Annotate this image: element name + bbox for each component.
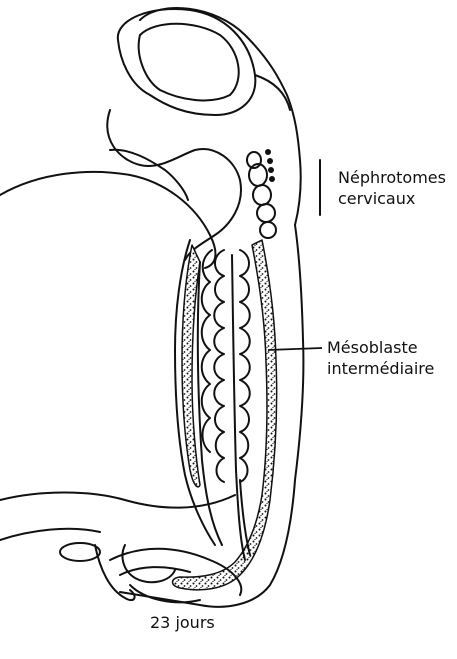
cervical-nephrotomes: [247, 152, 276, 238]
nephrotomes-label-line1: Néphrotomes: [338, 167, 446, 188]
mesoblaste-label-line1: Mésoblaste: [327, 337, 434, 358]
head-outline: [140, 8, 301, 225]
mesoblaste-label-line2: intermédiaire: [327, 358, 434, 379]
mesoblaste-label: Mésoblaste intermédiaire: [327, 337, 434, 379]
somites-outer-left: [202, 250, 212, 452]
somites-left: [214, 250, 224, 482]
somites-right: [240, 250, 250, 482]
allantois: [122, 545, 175, 582]
forebrain-inner: [139, 24, 239, 101]
heart-bulge: [0, 172, 215, 268]
yolk-sac-lower: [0, 529, 100, 540]
nephrotomes-label-line2: cervicaux: [338, 188, 446, 209]
age-caption: 23 jours: [150, 612, 215, 633]
connecting-stalk: [60, 543, 100, 561]
pharyngeal-arch: [107, 110, 241, 260]
nephrotomes-label: Néphrotomes cervicaux: [338, 167, 446, 209]
yolk-sac-left: [0, 493, 235, 508]
